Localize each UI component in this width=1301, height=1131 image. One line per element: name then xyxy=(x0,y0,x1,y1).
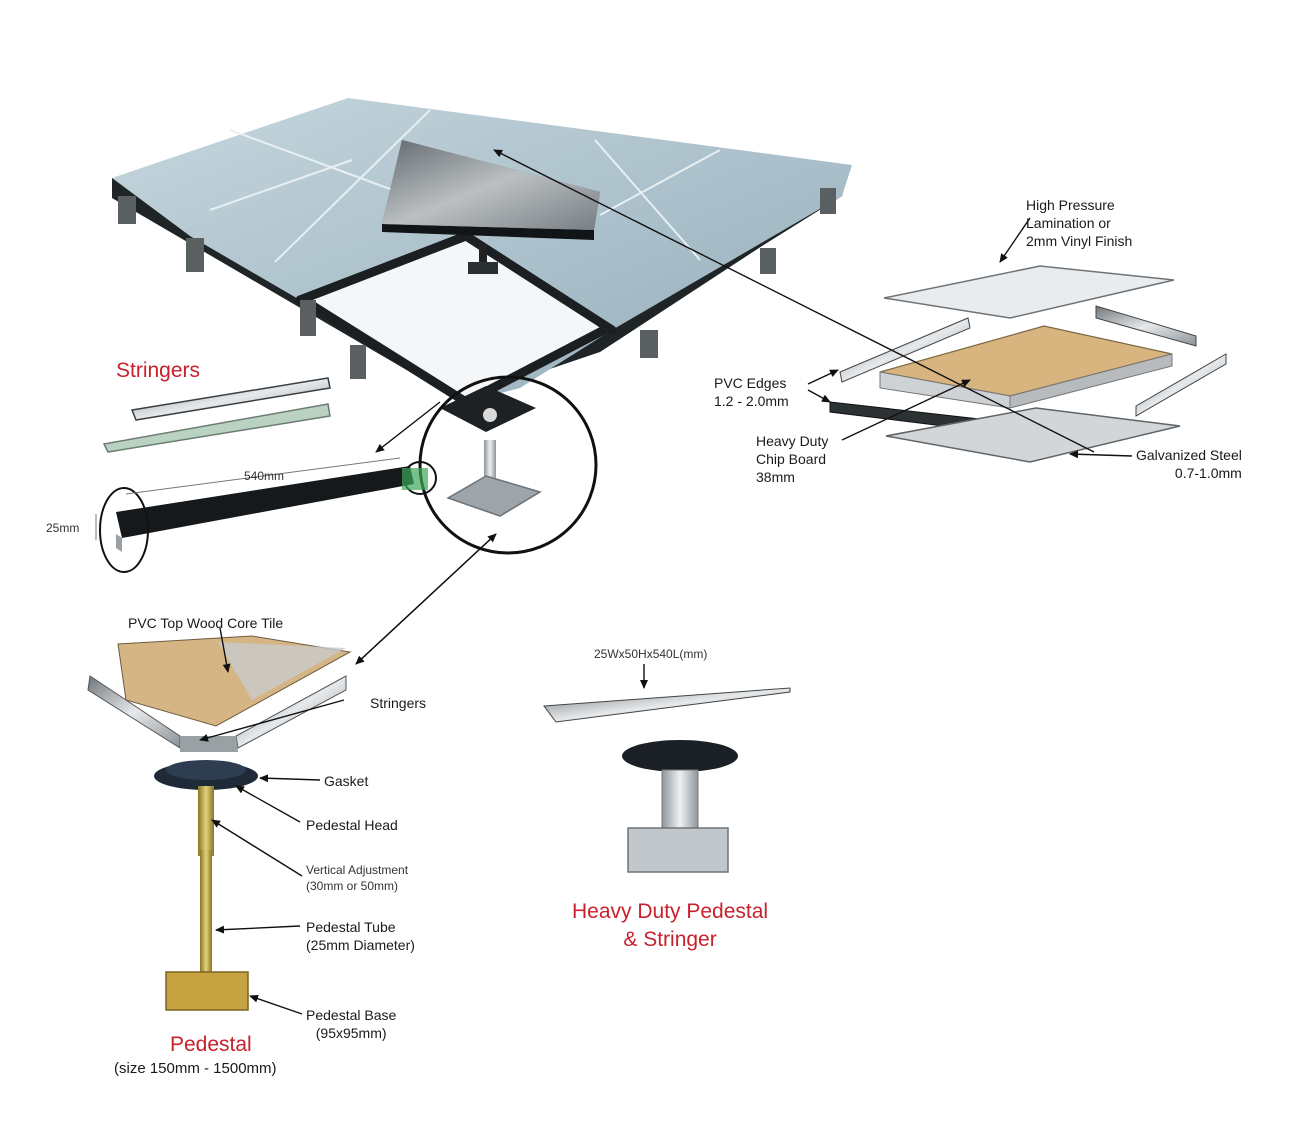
gasket-label: Gasket xyxy=(324,773,369,789)
hd-stringer-dims-label: 25Wx50Hx540L(mm) xyxy=(594,647,708,661)
galvanized-tray xyxy=(885,407,1181,463)
chip-board-label: Heavy Duty Chip Board 38mm xyxy=(756,433,829,485)
pedestal-title: Pedestal xyxy=(170,1033,252,1056)
open-cavity xyxy=(300,235,612,402)
pvc-strip-left xyxy=(839,317,971,383)
junction-pedestal xyxy=(440,386,542,517)
loose-tile xyxy=(382,140,600,240)
pvc-top-tile-label: PVC Top Wood Core Tile xyxy=(128,615,284,631)
pedestal-tube-label: Pedestal Tube (25mm Diameter) xyxy=(306,919,415,953)
stringers-part-label: Stringers xyxy=(370,695,427,711)
hd-stringer xyxy=(543,687,791,723)
pedestal-base-plate xyxy=(165,971,249,1011)
tile-seams xyxy=(209,109,721,263)
pedestal-head-label: Pedestal Head xyxy=(306,817,398,833)
pvc-strip-right xyxy=(1095,305,1197,347)
stringer-length-label: 540mm xyxy=(244,469,285,483)
heavy-duty-title: Heavy Duty Pedestal & Stringer xyxy=(572,900,769,951)
pedestal-exploded xyxy=(87,635,352,1011)
vertical-adjustment-label: Vertical Adjustment (30mm or 50mm) xyxy=(306,863,409,893)
stringer-right xyxy=(235,675,347,749)
stringer-detail xyxy=(95,457,437,573)
tile-layers xyxy=(829,265,1227,463)
stringer-end-circle xyxy=(99,487,149,573)
detail-circle xyxy=(418,375,598,555)
pvc-edges-label: PVC Edges 1.2 - 2.0mm xyxy=(714,375,789,409)
steel-strip-right xyxy=(1135,353,1227,417)
stringer-height-label: 25mm xyxy=(46,521,80,535)
stringers-title: Stringers xyxy=(116,359,201,382)
galvanized-steel-label: Galvanized Steel 0.7-1.0mm xyxy=(1136,447,1242,481)
stringer-samples xyxy=(102,377,331,453)
edge-pedestals xyxy=(118,188,836,379)
leader-lines xyxy=(199,149,1133,1015)
pedestal-size-label: (size 150mm - 1500mm) xyxy=(114,1060,277,1077)
hpl-sheet xyxy=(883,265,1175,319)
heavy-duty-pedestal xyxy=(543,687,791,873)
chip-board-side xyxy=(1009,353,1173,409)
raised-floor-assembly xyxy=(112,98,852,517)
pedestal-base-label: Pedestal Base (95x95mm) xyxy=(306,1007,397,1041)
hpl-finish-label: High Pressure Lamination or 2mm Vinyl Fi… xyxy=(1026,197,1133,249)
